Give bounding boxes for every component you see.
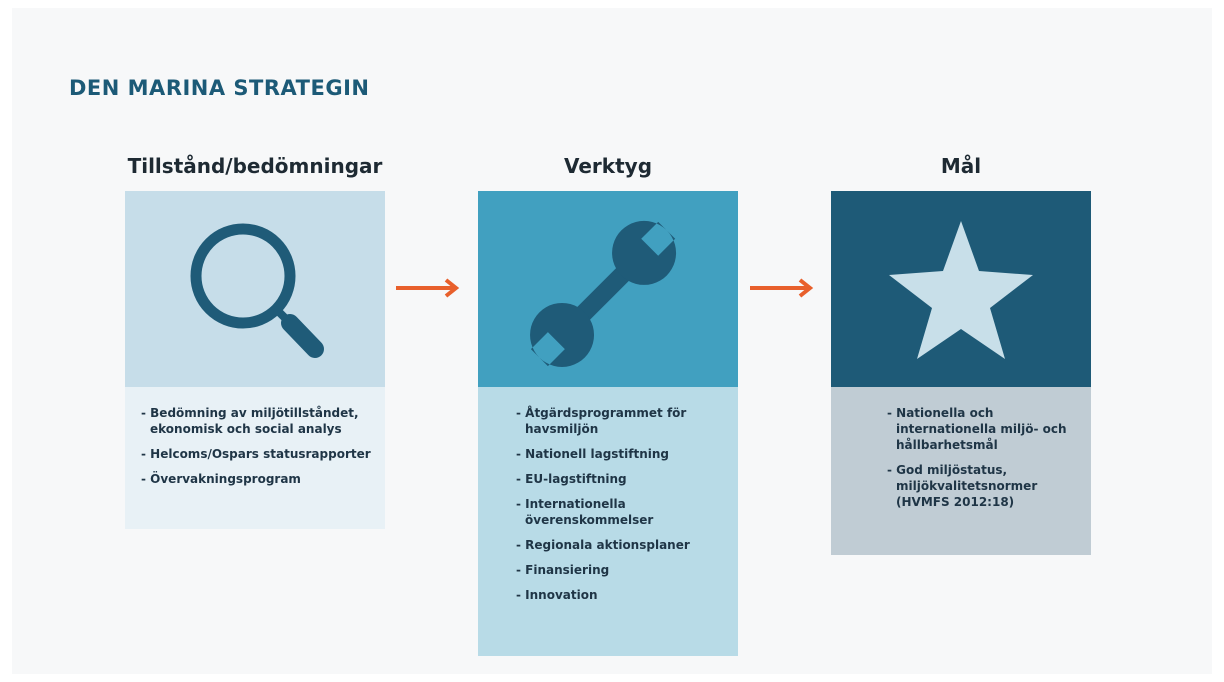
list-item: - Internationella överenskommelser bbox=[516, 497, 654, 527]
tools-list: - Åtgärdsprogrammet för havsmiljön - Nat… bbox=[478, 387, 738, 617]
list-item: - Nationella och internationella miljö- … bbox=[887, 406, 1067, 452]
heading-tools: Verktyg bbox=[563, 154, 653, 178]
arrow-right-icon bbox=[750, 278, 814, 298]
assessments-list: - Bedömning av miljötillståndet, ekonomi… bbox=[125, 387, 385, 501]
goals-list: - Nationella och internationella miljö- … bbox=[831, 387, 1091, 524]
column-assessments: - Bedömning av miljötillståndet, ekonomi… bbox=[125, 191, 385, 529]
list-item: - Nationell lagstiftning bbox=[516, 447, 670, 461]
tools-list-box: - Åtgärdsprogrammet för havsmiljön - Nat… bbox=[478, 387, 738, 656]
wrench-icon bbox=[530, 220, 677, 367]
star-icon bbox=[889, 221, 1033, 359]
goals-icon-box bbox=[831, 191, 1091, 387]
list-item: - Åtgärdsprogrammet för havsmiljön bbox=[516, 406, 687, 436]
assessments-list-box: - Bedömning av miljötillståndet, ekonomi… bbox=[125, 387, 385, 529]
assessments-icon-box bbox=[125, 191, 385, 387]
list-item: - Bedömning av miljötillståndet, ekonomi… bbox=[141, 406, 359, 436]
list-item: - Regionala aktionsplaner bbox=[516, 538, 690, 552]
arrow-right-icon bbox=[396, 278, 460, 298]
tools-icon-box bbox=[478, 191, 738, 387]
diagram-title: DEN MARINA STRATEGIN bbox=[69, 76, 370, 100]
goals-list-box: - Nationella och internationella miljö- … bbox=[831, 387, 1091, 555]
list-item: - Övervakningsprogram bbox=[141, 472, 301, 486]
list-item: - EU-lagstiftning bbox=[516, 472, 627, 486]
list-item: - Finansiering bbox=[516, 563, 610, 577]
heading-assessments: Tillstånd/bedömningar bbox=[127, 154, 383, 178]
column-tools: - Åtgärdsprogrammet för havsmiljön - Nat… bbox=[478, 191, 738, 656]
list-item: - Innovation bbox=[516, 588, 598, 602]
column-goals: - Nationella och internationella miljö- … bbox=[831, 191, 1091, 555]
heading-goals: Mål bbox=[940, 154, 982, 178]
list-item: - God miljöstatus, miljökvalitetsnormer … bbox=[887, 463, 1038, 509]
magnifier-icon bbox=[190, 223, 324, 358]
list-item: - Helcoms/Ospars statusrapporter bbox=[141, 447, 371, 461]
